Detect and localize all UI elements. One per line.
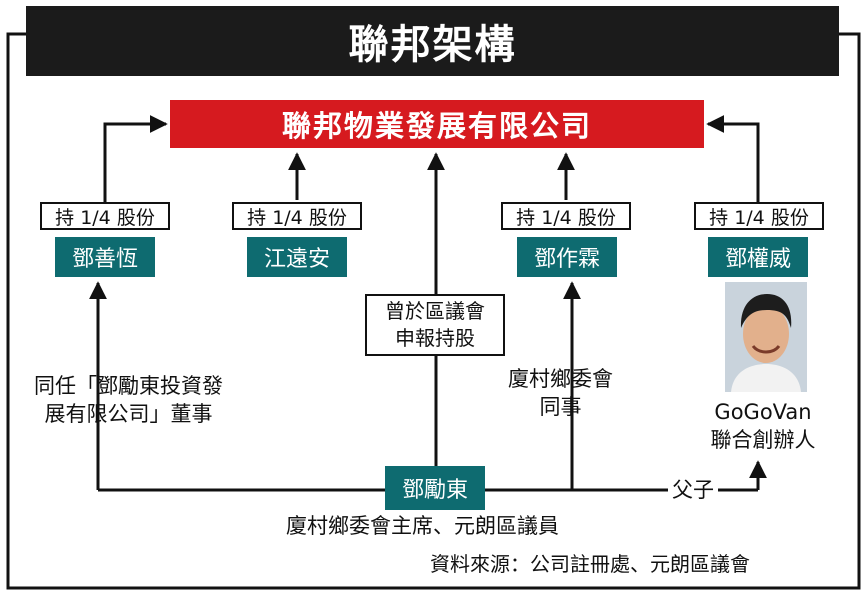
arrow-shareholder-1 xyxy=(103,115,168,202)
share-label-4: 持 1/4 股份 xyxy=(694,202,824,230)
person-box-1: 鄧善恆 xyxy=(55,237,155,277)
diagram-title: 聯邦架構 xyxy=(26,6,839,76)
center-person-box: 鄧勵東 xyxy=(385,466,485,510)
share-label-3: 持 1/4 股份 xyxy=(501,202,631,230)
declare-line-1: 曾於區議會 xyxy=(385,299,485,323)
founder-line-1: GoGoVan xyxy=(714,400,812,424)
person-box-2: 江遠安 xyxy=(247,237,347,277)
founder-line-2: 聯合創辦人 xyxy=(710,428,816,453)
company-box: 聯邦物業發展有限公司 xyxy=(170,100,704,148)
share-label-2: 持 1/4 股份 xyxy=(232,202,362,230)
arrow-shareholder-4 xyxy=(706,115,760,202)
declare-holding-box: 曾於區議會 申報持股 xyxy=(365,294,505,356)
father-son-label: 父子 xyxy=(668,476,718,504)
source-footnote: 資料來源：公司註冊處、元朗區議會 xyxy=(430,552,750,576)
mid-relation-line-1: 廈村鄉委會 xyxy=(508,367,613,391)
founder-photo xyxy=(725,282,807,392)
mid-relation-line-2: 同事 xyxy=(539,395,582,420)
person-box-4: 鄧權威 xyxy=(708,237,808,277)
mid-relation-label: 廈村鄉委會 同事 xyxy=(508,365,613,422)
declare-line-2: 申報持股 xyxy=(395,326,475,350)
share-label-1: 持 1/4 股份 xyxy=(40,202,170,230)
left-relation-line-2: 展有限公司」董事 xyxy=(44,402,213,427)
outer-frame xyxy=(6,32,861,590)
founder-label: GoGoVan 聯合創辦人 xyxy=(693,398,833,455)
left-relation-line-1: 同任「鄧勵東投資發 xyxy=(34,374,223,398)
left-relation-label: 同任「鄧勵東投資發 展有限公司」董事 xyxy=(34,372,223,429)
center-role-label: 廈村鄉委會主席、元朗區議員 xyxy=(286,514,559,538)
person-box-3: 鄧作霖 xyxy=(517,237,617,277)
